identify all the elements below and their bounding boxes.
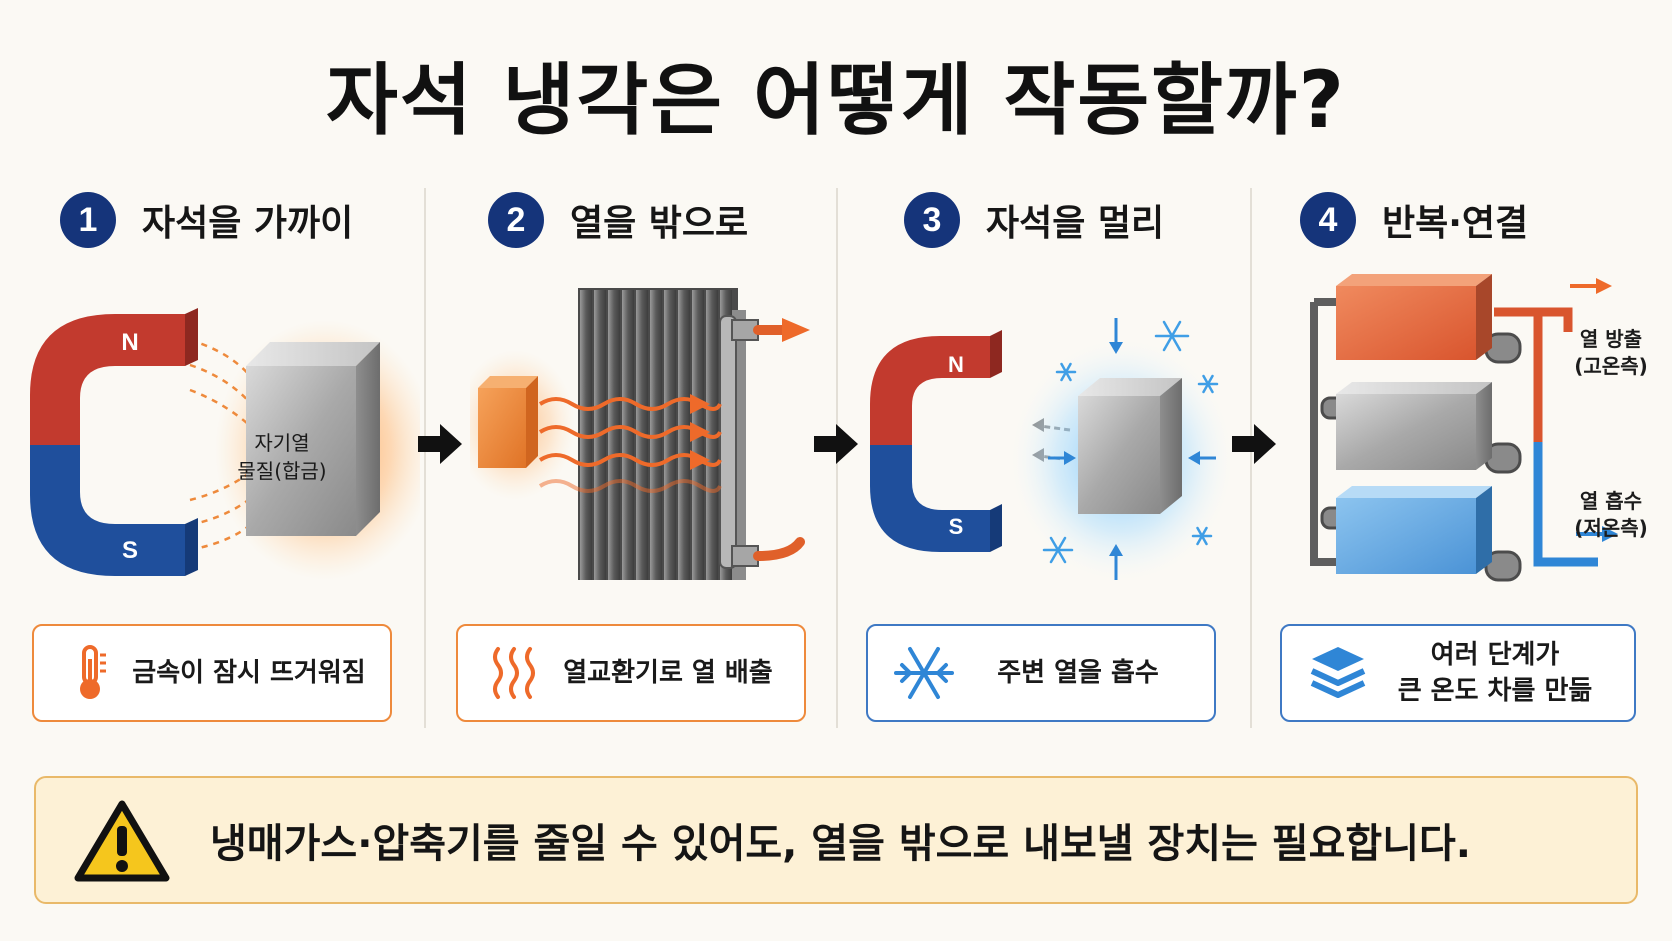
- north-pole-label: N: [948, 352, 964, 377]
- step-number-badge: 4: [1300, 192, 1356, 248]
- step-title: 반복·연결: [1382, 203, 1529, 244]
- next-step-arrow: [1232, 424, 1276, 464]
- step-4-header: 4 반복·연결: [1300, 192, 1528, 248]
- heat-absorb-label: 열 흡수 (저온측): [1556, 488, 1666, 542]
- south-pole-label: S: [949, 514, 964, 539]
- step-3-header: 3 자석을 멀리: [904, 192, 1164, 248]
- heat-out-arrow: [1570, 278, 1612, 294]
- step-2-caption: 열교환기로 열 배출: [456, 624, 806, 722]
- pipe-out-arrow: [782, 318, 810, 342]
- snowflake-decoration: [1042, 320, 1219, 564]
- exchanger-pipe: [719, 315, 805, 569]
- horseshoe-magnet: [30, 308, 198, 576]
- layers-icon: [1310, 647, 1366, 698]
- caption-text: 금속이 잠시 뜨거워짐: [132, 657, 366, 688]
- magnet-far-illustration: N S: [870, 318, 1232, 580]
- middle-stage: [1336, 382, 1492, 470]
- cold-pipe: [1533, 442, 1598, 567]
- step-1-caption: 금속이 잠시 뜨거워짐: [32, 624, 392, 722]
- caption-text: 열교환기로 열 배출: [563, 657, 773, 688]
- cold-stage: [1336, 486, 1492, 574]
- caption-line: 큰 온도 차를 만듦: [1397, 676, 1593, 706]
- warning-icon: [74, 800, 170, 882]
- page-title: 자석 냉각은 어떻게 작동할까?: [326, 56, 1346, 146]
- warning-note: 냉매가스·압축기를 줄일 수 있어도, 열을 밖으로 내보낼 장치는 필요합니다…: [34, 776, 1638, 904]
- hot-side-text: (고온측): [1574, 354, 1648, 378]
- step-title: 열을 밖으로: [570, 203, 749, 244]
- cold-side-text: (저온측): [1574, 516, 1648, 540]
- horseshoe-magnet: [870, 330, 1002, 552]
- heat-absorb-arrows: [1048, 318, 1216, 580]
- thermometer-icon: [80, 645, 106, 699]
- heat-release-text: 열 방출: [1579, 327, 1643, 351]
- column-divider: [1250, 188, 1252, 728]
- column-divider: [424, 188, 426, 728]
- caption-text: 주변 열을 흡수: [997, 657, 1159, 688]
- heat-waves-icon: [493, 647, 535, 699]
- north-pole-label: N: [121, 329, 138, 356]
- warning-text: 냉매가스·압축기를 줄일 수 있어도, 열을 밖으로 내보낼 장치는 필요합니다…: [210, 821, 1471, 867]
- step-4-caption: 여러 단계가 큰 온도 차를 만듦: [1280, 624, 1636, 722]
- next-step-arrow: [418, 424, 462, 464]
- step-number-badge: 1: [60, 192, 116, 248]
- heat-exchanger-illustration: [470, 288, 810, 580]
- hot-block: [470, 350, 575, 500]
- next-step-arrow: [814, 424, 858, 464]
- material-label-line2: 물질(합금): [237, 459, 326, 483]
- material-label-line1: 자기열: [254, 431, 309, 455]
- heat-absorb-arrowheads: [1064, 342, 1200, 556]
- magnetocaloric-block: [246, 342, 380, 536]
- step-number-badge: 2: [488, 192, 544, 248]
- heat-flow-arrowheads: [690, 394, 710, 470]
- cascade-stack-illustration: [1310, 274, 1618, 582]
- step-title: 자석을 가까이: [142, 203, 354, 244]
- step-number-badge: 3: [904, 192, 960, 248]
- step-1-header: 1 자석을 가까이: [60, 192, 353, 248]
- step-2-header: 2 열을 밖으로: [488, 192, 748, 248]
- snowflake-icon: [894, 647, 954, 699]
- step-3-caption: 주변 열을 흡수: [866, 624, 1216, 722]
- cooled-block: [1078, 378, 1182, 514]
- caption-text: 여러 단계가 큰 온도 차를 만듦: [1370, 637, 1634, 710]
- heat-absorb-text: 열 흡수: [1579, 489, 1643, 513]
- caption-line: 여러 단계가: [1430, 639, 1560, 670]
- step-title: 자석을 멀리: [986, 203, 1165, 244]
- heat-in-arrow: [1576, 526, 1618, 542]
- heat-release-label: 열 방출 (고온측): [1556, 326, 1666, 380]
- south-pole-label: S: [122, 537, 138, 564]
- hot-stage: [1336, 274, 1492, 360]
- magnet-near-illustration: N S 자기열 물질(합금): [30, 308, 420, 580]
